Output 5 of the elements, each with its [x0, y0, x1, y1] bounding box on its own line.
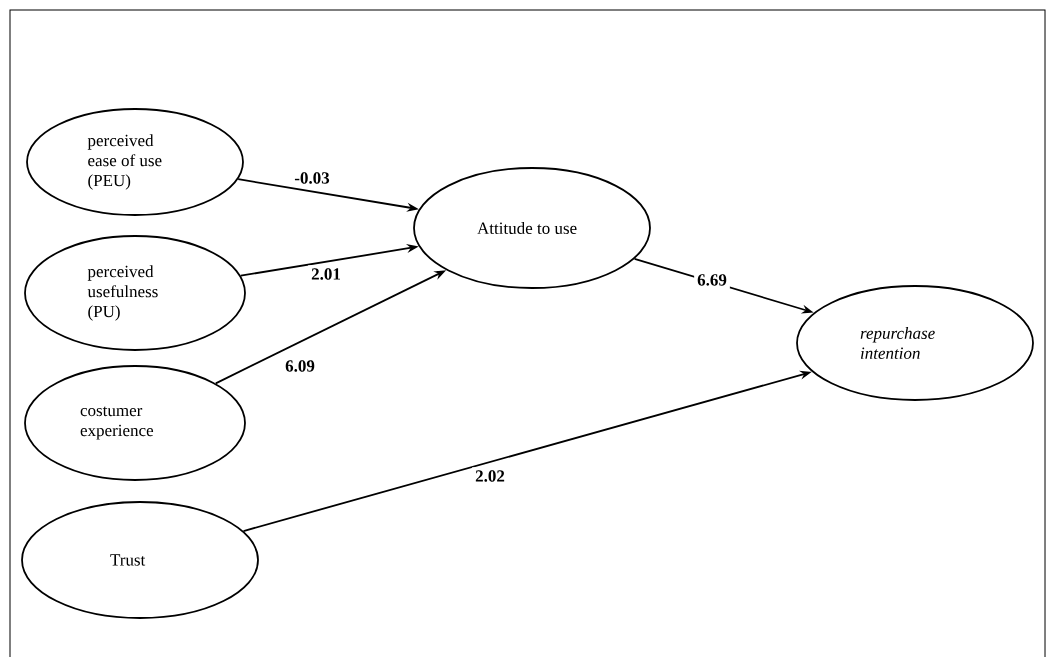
edge-label: 2.01	[308, 265, 344, 283]
edge-label: 6.09	[282, 357, 318, 375]
edge-label: 6.69	[694, 271, 730, 289]
edge-label: -0.03	[291, 169, 333, 187]
edge-label: 2.02	[472, 467, 508, 485]
